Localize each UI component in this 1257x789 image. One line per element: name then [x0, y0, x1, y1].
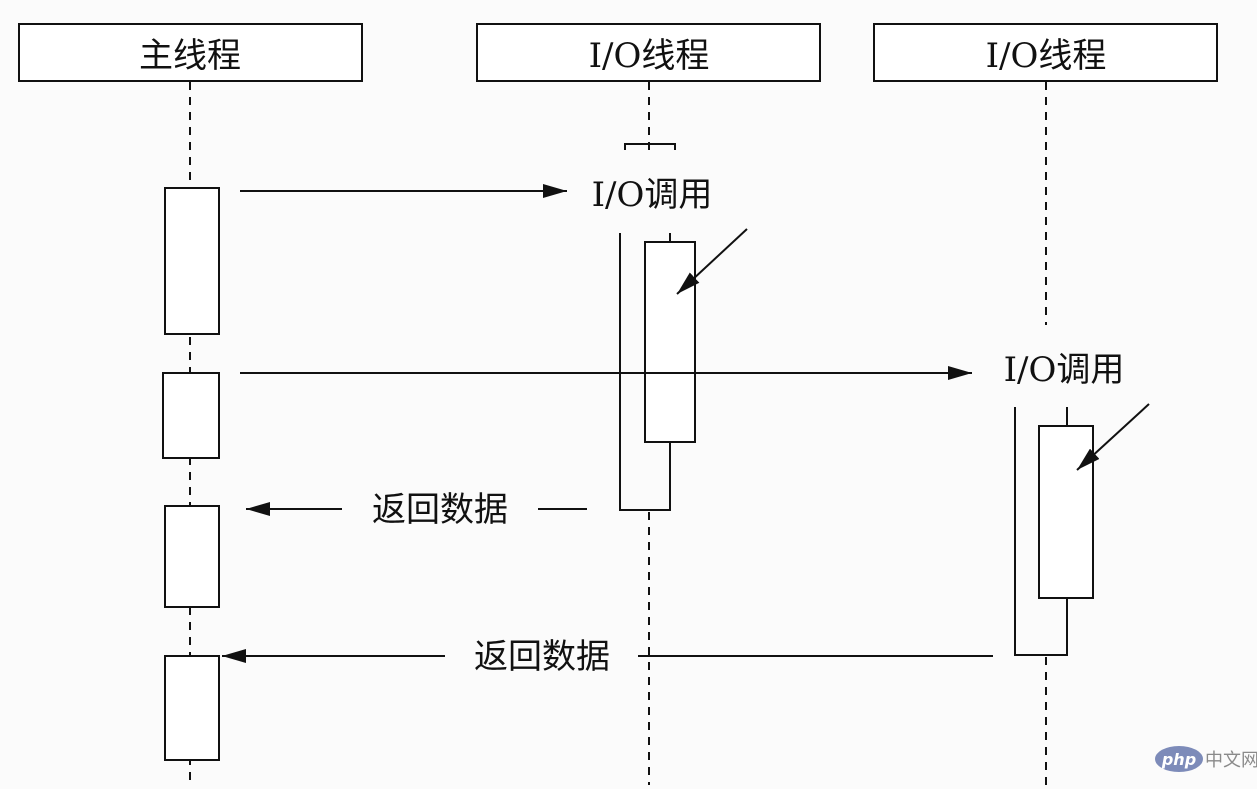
- message-label-io-call-1: I/O调用: [592, 175, 713, 215]
- lifeline-label-io2: I/O线程: [986, 36, 1107, 76]
- io1-callout-arrow: [676, 228, 748, 295]
- io2-inner-activation: [1038, 425, 1094, 599]
- watermark-text: 中文网: [1205, 750, 1257, 771]
- watermark-brand: php: [1161, 750, 1196, 769]
- main-activation-1: [164, 187, 220, 335]
- io1-bracket: [624, 143, 676, 150]
- io2-callout-arrow: [1076, 403, 1150, 471]
- message-label-return-2: 返回数据: [474, 637, 610, 677]
- main-activation-2: [162, 372, 220, 459]
- lifeline-label-io1: I/O线程: [589, 36, 710, 76]
- lifeline-header-io1: I/O线程: [476, 23, 821, 82]
- watermark: php 中文网: [1155, 746, 1257, 772]
- lifeline-label-main: 主线程: [139, 36, 241, 76]
- io1-inner-activation: [644, 241, 696, 443]
- message-label-return-1: 返回数据: [372, 490, 508, 530]
- main-activation-3: [164, 505, 220, 608]
- lifeline-header-io2: I/O线程: [873, 23, 1218, 82]
- io1-outer-activation: [619, 233, 671, 511]
- io2-outer-activation: [1014, 407, 1068, 656]
- watermark-logo-icon: [1155, 746, 1203, 772]
- message-label-io-call-2: I/O调用: [1004, 350, 1125, 390]
- lifeline-header-main: 主线程: [18, 23, 363, 82]
- main-activation-4: [164, 655, 220, 761]
